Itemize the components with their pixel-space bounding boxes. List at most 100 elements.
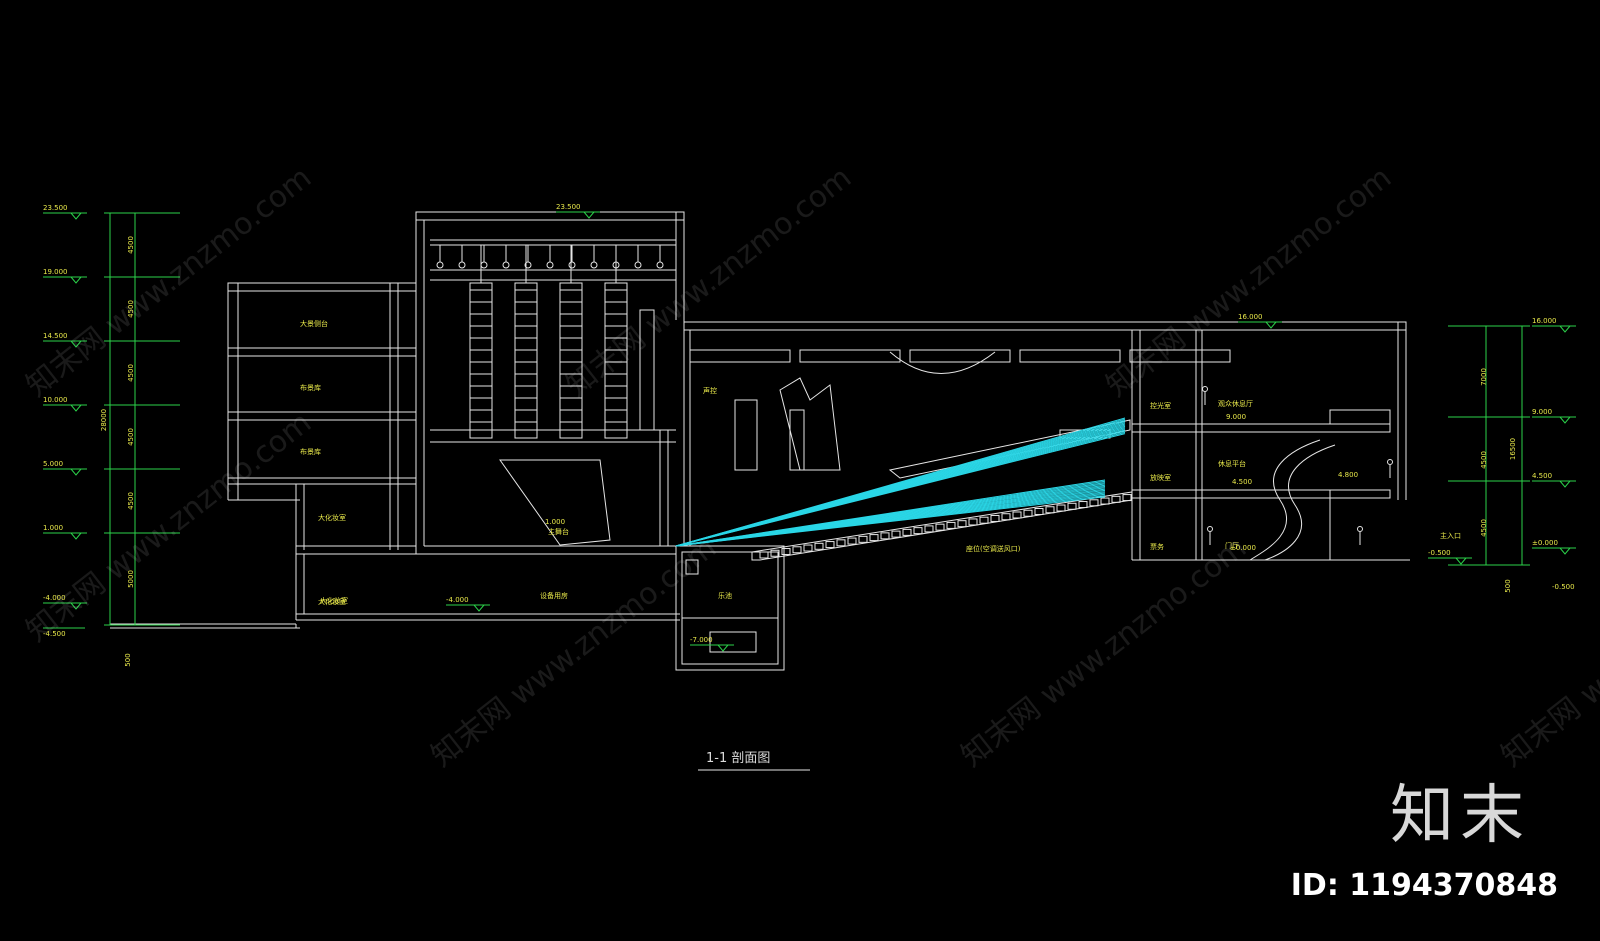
seat xyxy=(792,546,802,554)
auditorium-seating xyxy=(675,417,1126,547)
image-id: ID: 1194370848 xyxy=(1290,868,1558,903)
drawing-title: 1-1 剖面图 xyxy=(706,751,770,766)
room-label: 乐池 xyxy=(718,591,732,600)
seat xyxy=(902,528,912,536)
seat xyxy=(836,539,846,547)
seat xyxy=(913,527,923,535)
seat xyxy=(1023,509,1033,517)
dimension-text: 4500 xyxy=(127,364,135,382)
fly-pulley xyxy=(568,261,576,269)
annotation-text: 23.50019.00014.50010.0005.0001.000-4.000… xyxy=(43,203,1575,766)
elevation-label: 5.000 xyxy=(43,460,63,468)
room-label: 放映室 xyxy=(1150,473,1171,482)
elevation-label: 1.000 xyxy=(545,518,565,526)
seat xyxy=(770,549,780,557)
seat xyxy=(990,514,1000,522)
floor-slab xyxy=(227,282,417,292)
elevation-label: 4.500 xyxy=(1232,478,1252,486)
orchestra-pit xyxy=(675,545,785,671)
person-figure xyxy=(1357,526,1363,532)
seat xyxy=(1089,499,1099,507)
stage-wagon xyxy=(499,459,611,546)
ceiling-reflector xyxy=(689,349,791,363)
seat xyxy=(1067,502,1077,510)
elevation-marker xyxy=(70,602,82,610)
fly-pulley xyxy=(546,261,554,269)
elevation-label: -4.500 xyxy=(43,630,66,638)
room-label: 布景库 xyxy=(300,447,321,456)
seat xyxy=(1012,511,1022,519)
elevation-label: 16.000 xyxy=(1532,317,1557,325)
room-label: 大景侧台 xyxy=(300,319,328,328)
elevation-label: 14.500 xyxy=(43,332,68,340)
side-stack xyxy=(639,309,655,431)
room-label: 票务 xyxy=(1150,542,1164,551)
seat xyxy=(1078,501,1088,509)
dimension-text: 16500 xyxy=(1509,438,1517,460)
rigging-tower xyxy=(514,282,538,439)
floor-slab xyxy=(227,347,417,357)
dimension-text: 4500 xyxy=(127,492,135,510)
ceiling-reflector xyxy=(799,349,901,363)
building-outline xyxy=(110,211,1410,771)
dimension-lines xyxy=(43,211,1576,652)
rigging-tower xyxy=(469,282,493,439)
elevation-label: -4.000 xyxy=(43,594,66,602)
elevation-marker xyxy=(717,644,729,652)
seat xyxy=(935,523,945,531)
elevation-label: -0.500 xyxy=(1428,549,1451,557)
seat xyxy=(880,532,890,540)
side-box xyxy=(734,399,758,471)
room-label: 门厅 xyxy=(1225,541,1239,550)
elevation-label: 4.500 xyxy=(1532,472,1552,480)
elevation-marker xyxy=(473,604,485,612)
fly-pulley xyxy=(480,261,488,269)
elevation-label: -0.500 xyxy=(1552,583,1575,591)
dimension-text: 4500 xyxy=(127,300,135,318)
orchestra-pit-inner xyxy=(681,551,779,665)
elevation-label: 19.000 xyxy=(43,268,68,276)
pit-equipment xyxy=(709,631,757,653)
elevation-label: 23.500 xyxy=(43,204,68,212)
floor-slab xyxy=(227,411,417,421)
elevation-marker xyxy=(70,468,82,476)
fly-pulley xyxy=(590,261,598,269)
ceiling-reflector xyxy=(1019,349,1121,363)
elevation-label: 1.000 xyxy=(43,524,63,532)
seat xyxy=(1111,495,1121,503)
elevation-marker xyxy=(1559,325,1571,333)
elevation-marker xyxy=(70,212,82,220)
seat xyxy=(1100,497,1110,505)
elevation-label: ±0.000 xyxy=(1230,544,1256,552)
spiral-stair xyxy=(1249,439,1321,561)
room-label: 大化妆室 xyxy=(318,513,346,522)
seat xyxy=(979,516,989,524)
seat xyxy=(814,542,824,550)
brand-logo: 知末 xyxy=(1390,779,1530,853)
elevation-label: -4.000 xyxy=(446,596,469,604)
person-figure xyxy=(1202,386,1208,392)
elevation-label: 4.800 xyxy=(1338,471,1358,479)
landing xyxy=(1329,409,1391,425)
pit-door xyxy=(685,559,699,575)
elevation-marker xyxy=(1559,416,1571,424)
ceiling-reflector xyxy=(1129,349,1231,363)
elevation-marker xyxy=(70,404,82,412)
seat xyxy=(1034,508,1044,515)
seat xyxy=(781,548,791,556)
seat xyxy=(946,521,956,529)
dimension-text: 5000 xyxy=(127,570,135,588)
room-label: 主入口 xyxy=(1440,531,1461,540)
dimension-text: 500 xyxy=(124,653,132,666)
seating-rake xyxy=(751,491,1133,561)
fly-pulley xyxy=(634,261,642,269)
fly-pulley xyxy=(524,261,532,269)
elevation-label: 9.000 xyxy=(1532,408,1552,416)
seat xyxy=(1001,513,1011,521)
room-label: 观众休息厅 xyxy=(1218,399,1253,408)
seat xyxy=(847,537,857,545)
dimension-text: 4500 xyxy=(1480,451,1488,469)
elevation-label: 9.000 xyxy=(1226,413,1246,421)
spiral-stair xyxy=(1264,444,1336,561)
